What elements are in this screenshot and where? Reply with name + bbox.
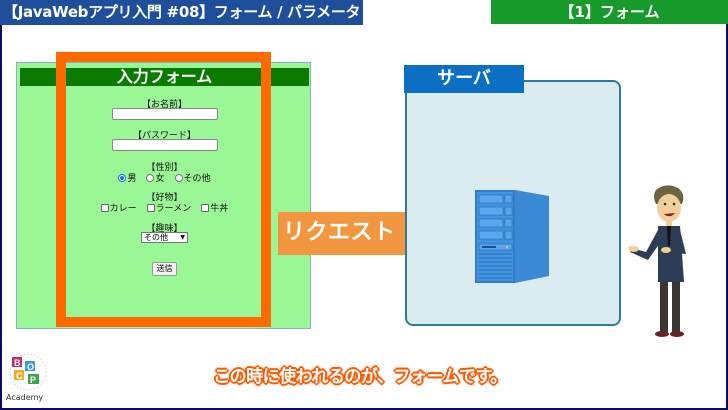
gender-option-female[interactable]: 女 (146, 171, 165, 184)
checkbox-icon[interactable] (201, 203, 210, 212)
gender-option-male[interactable]: 男 (118, 171, 136, 184)
name-input[interactable] (112, 108, 218, 120)
hobby-select[interactable]: その他 ▼ (141, 232, 188, 243)
favorite-options: カレー ラーメン 牛丼 (20, 201, 309, 214)
name-label: 【お名前】 (141, 100, 187, 110)
password-label: 【パスワード】 (132, 131, 196, 141)
logo-text: Academy (6, 393, 44, 402)
logo-letter-p: P (30, 375, 36, 385)
logo-letter-c: C (16, 371, 23, 381)
narration-subtitle: この時に使われるのが、フォームです。 (213, 367, 507, 387)
presenter-character-icon (628, 185, 686, 337)
radio-icon[interactable] (146, 173, 155, 182)
password-input[interactable] (112, 139, 218, 151)
form-heading: 入力フォーム (20, 68, 309, 86)
favorite-option-curry[interactable]: カレー (100, 201, 137, 214)
checkbox-icon[interactable] (146, 203, 155, 212)
chevron-down-icon: ▼ (180, 234, 185, 241)
gender-option-other[interactable]: その他 (174, 171, 211, 184)
server-tower-icon (475, 190, 549, 283)
gender-label: 【性別】 (146, 163, 183, 173)
radio-icon[interactable] (174, 173, 183, 182)
section-label: 【1】フォーム (491, 0, 728, 24)
favorite-option-ramen[interactable]: ラーメン (146, 201, 191, 214)
bocp-academy-logo: B O C P (9, 353, 47, 391)
request-label: リクエスト (283, 220, 396, 245)
logo-letter-b: B (14, 358, 21, 368)
favorite-option-gyudon[interactable]: 牛丼 (201, 201, 228, 214)
logo-letter-o: O (27, 362, 34, 372)
radio-checked-icon[interactable] (118, 173, 127, 182)
submit-button[interactable]: 送信 (152, 262, 177, 276)
page-title: 【JavaWebアプリ入門 #08】フォーム / パラメータ (0, 0, 363, 25)
hobby-label: 【趣味】 (146, 224, 183, 234)
checkbox-icon[interactable] (100, 203, 109, 212)
gender-options: 男 女 その他 (20, 171, 309, 184)
server-label: サーバ (404, 65, 524, 93)
favorite-label: 【好物】 (146, 193, 183, 203)
